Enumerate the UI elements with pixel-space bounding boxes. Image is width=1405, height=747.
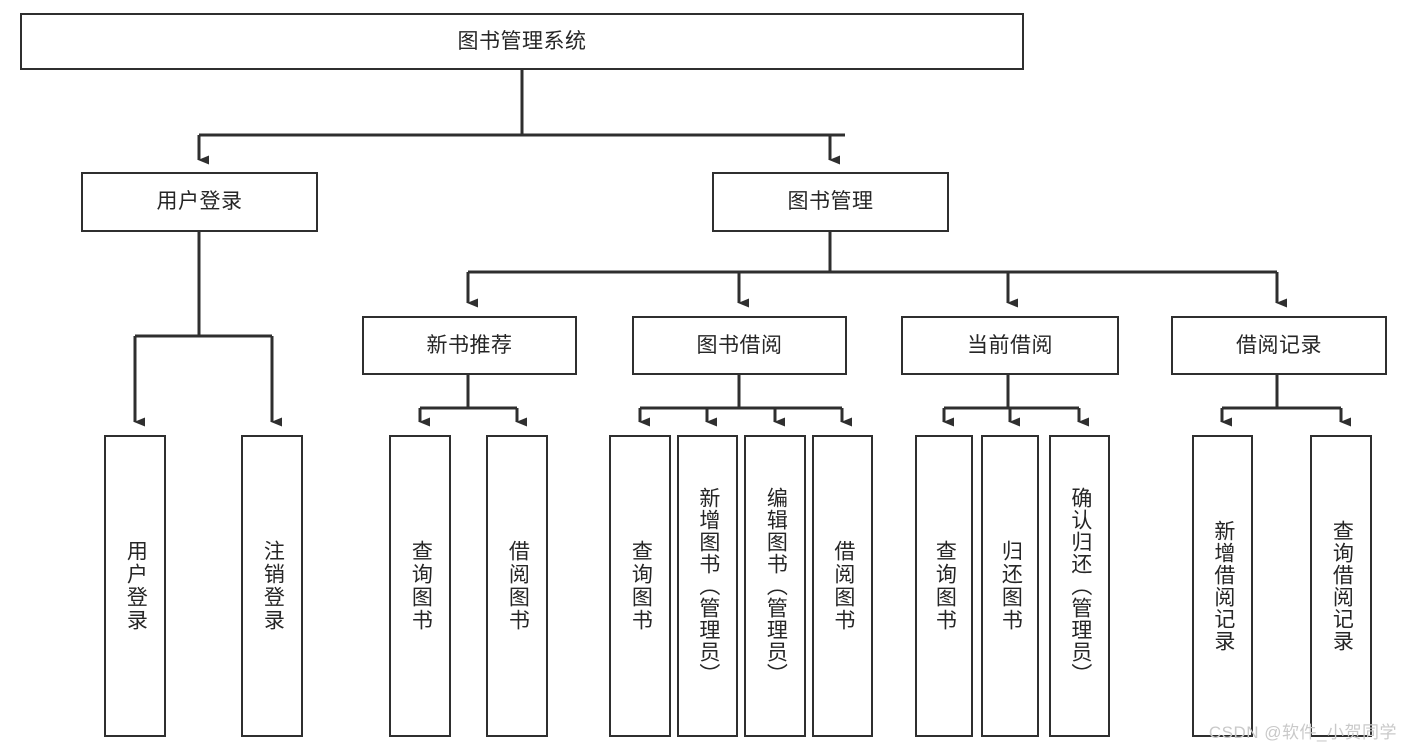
leaf-query-book-current[interactable]: 查询图书 — [915, 435, 973, 737]
edges-new-book-rec-to-leaves — [418, 375, 527, 427]
node-current-borrow[interactable]: 当前借阅 — [901, 316, 1119, 375]
node-book-borrow[interactable]: 图书借阅 — [632, 316, 847, 375]
leaf-borrow-book[interactable]: 借阅图书 — [812, 435, 873, 737]
leaf-confirm-return-admin[interactable]: 确认归还（管理员） — [1049, 435, 1110, 737]
csdn-watermark: CSDN @软件_小贺同学 — [1208, 723, 1397, 742]
leaf-edit-book-admin[interactable]: 编辑图书（管理员） — [744, 435, 806, 737]
leaf-return-book[interactable]: 归还图书 — [981, 435, 1039, 737]
node-borrow-record[interactable]: 借阅记录 — [1171, 316, 1387, 375]
node-user-login[interactable]: 用户登录 — [81, 172, 318, 232]
leaf-query-borrow-record[interactable]: 查询借阅记录 — [1310, 435, 1372, 737]
leaf-query-book-borrow[interactable]: 查询图书 — [609, 435, 671, 737]
leaf-add-book-admin[interactable]: 新增图书（管理员） — [677, 435, 738, 737]
node-book-manage[interactable]: 图书管理 — [712, 172, 949, 232]
edges-user-login-to-leaves — [133, 232, 282, 427]
leaf-add-borrow-record[interactable]: 新增借阅记录 — [1192, 435, 1253, 737]
leaf-user-login[interactable]: 用户登录 — [104, 435, 166, 737]
edges-current-borrow-to-leaves — [942, 375, 1089, 427]
edges-book-borrow-to-leaves — [638, 375, 852, 427]
leaf-query-book-recommend[interactable]: 查询图书 — [389, 435, 451, 737]
leaf-borrow-book-recommend[interactable]: 借阅图书 — [486, 435, 548, 737]
node-new-book-recommend[interactable]: 新书推荐 — [362, 316, 577, 375]
edges-borrow-record-to-leaves — [1220, 375, 1351, 427]
edges-root-to-level2 — [197, 70, 845, 165]
edges-book-manage-to-level3 — [466, 232, 1287, 308]
leaf-logout-login[interactable]: 注销登录 — [241, 435, 303, 737]
node-root[interactable]: 图书管理系统 — [20, 13, 1024, 70]
